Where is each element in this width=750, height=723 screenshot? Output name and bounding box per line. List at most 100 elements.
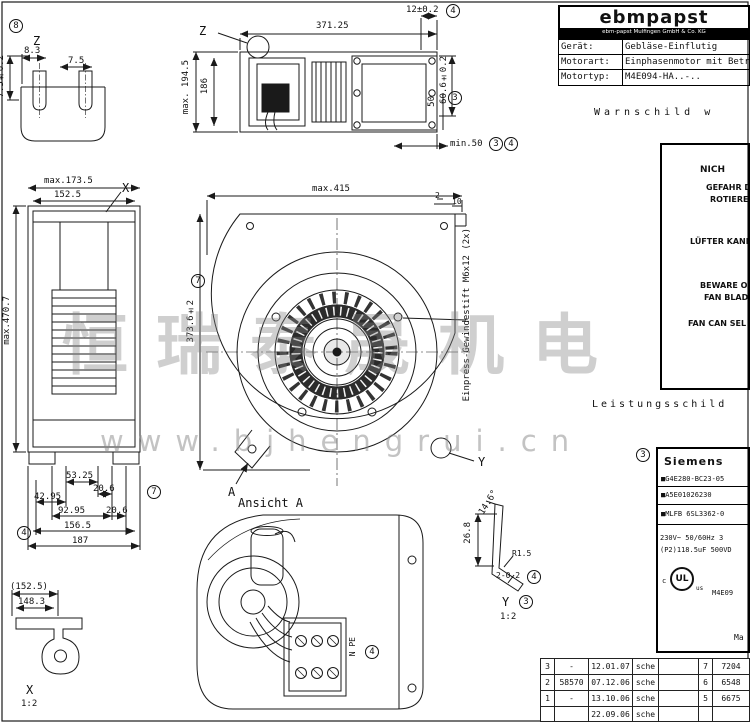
dimension-label: max.415	[312, 184, 350, 194]
detail-x-geometry	[11, 590, 83, 675]
divider	[658, 524, 748, 525]
rev-sheet	[699, 707, 713, 721]
rev-sheet: 7	[699, 659, 713, 674]
note-callout-4: 4	[365, 645, 379, 659]
ul-mark-c: c	[662, 577, 667, 585]
side-view-geometry	[12, 184, 141, 550]
note-callout-4: 4	[17, 526, 31, 540]
detail-x-scale: 1:2	[21, 699, 38, 709]
rev-date: 22.09.06	[589, 707, 633, 721]
note-callout-4: 4	[504, 137, 518, 151]
detail-x-title: X	[26, 683, 34, 697]
warning-line: BEWARE OF	[700, 281, 750, 290]
note-callout-3: 3	[489, 137, 503, 151]
dimension-label: 7.5±0.2	[0, 55, 6, 98]
dimension-label: 7.5	[68, 56, 85, 66]
detail-z-origin-geometry	[6, 54, 106, 142]
rev-number	[541, 707, 555, 721]
warning-label: NICH GEFAHR DE ROTIEREND LÜFTER KANN BEW…	[660, 143, 750, 390]
rev-spacer	[659, 675, 699, 690]
nameplate-electrical: 230V~ 50/60Hz 3	[660, 534, 724, 542]
dimension-label: 10	[452, 197, 462, 206]
terminal-npe-label: N PE	[348, 637, 357, 657]
rev-number: 1	[541, 691, 555, 706]
detail-y-title: Y	[502, 595, 510, 609]
rev-change: 58570	[555, 675, 589, 690]
warnschild-heading: Warnschild w	[594, 107, 715, 118]
rev-name: sche	[633, 707, 659, 721]
stud-note-label: Einpress-Gewindestift M6x12 (2x)	[462, 228, 472, 402]
rev-date: 07.12.06	[589, 675, 633, 690]
dimension-label: 371.25	[316, 21, 349, 31]
rev-doc: 7204	[713, 659, 750, 674]
detail-z-origin-title: Z	[33, 34, 41, 48]
rev-spacer	[659, 691, 699, 706]
warning-line: NICH	[700, 165, 726, 175]
manufacturer-logo: ebmpapst	[599, 7, 709, 28]
dimension-label: 92.95	[58, 506, 86, 516]
dimension-label: 187	[72, 536, 89, 546]
nameplate-electrical: (P2)118.5uF 500VD	[660, 546, 732, 554]
rev-date: 13.10.06	[589, 691, 633, 706]
nameplate-mlfb: ■MLFB 6SL3362-0	[661, 510, 725, 518]
field-value: M4E094-HA..-..	[625, 72, 701, 82]
rev-spacer	[659, 707, 699, 721]
dimension-label: 42.95	[34, 492, 62, 502]
dimension-label: 20.6	[106, 506, 128, 516]
manufacturer-logo-box: ebmpapst ebm-papst Mulfingen GmbH & Co. …	[558, 5, 750, 39]
nameplate-footer: Ma	[734, 633, 744, 642]
revision-row: 3 - 12.01.07 sche 7 7204	[540, 658, 750, 674]
title-block-row: Motorart: Einphasenmotor mit Betriebs	[559, 55, 749, 70]
ansicht-a-title: Ansicht A	[238, 496, 304, 510]
field-label: Motortyp:	[559, 70, 623, 85]
note-callout-7: 7	[147, 485, 161, 499]
divider	[658, 486, 748, 487]
ul-mark-icon: UL	[670, 567, 694, 591]
dimension-label: 53.25	[66, 471, 94, 481]
dimension-label: 2	[435, 191, 440, 200]
detail-x-marker: X	[122, 181, 130, 195]
dimension-label: 8.3	[24, 46, 41, 56]
rev-number: 3	[541, 659, 555, 674]
dimension-label: max.173.5	[44, 176, 93, 186]
figure-callout-8: 8	[9, 19, 23, 33]
title-block-row: Motortyp: M4E094-HA..-..	[559, 70, 749, 85]
dimension-label: 12±0.2	[406, 5, 439, 15]
dimension-label: 156.5	[64, 521, 92, 531]
dimension-label: max. 194.5	[181, 60, 191, 115]
revision-row: 1 - 13.10.06 sche 5 6675	[540, 690, 750, 706]
divider	[658, 504, 748, 505]
dimension-label: 26.8	[463, 522, 473, 544]
warning-line: GEFAHR DE	[706, 183, 748, 192]
detail-y-geometry	[474, 500, 524, 592]
detail-y-marker: Y	[478, 455, 486, 469]
rev-name: sche	[633, 691, 659, 706]
dimension-label: 186	[200, 78, 210, 95]
leistungsschild-heading: Leistungsschild	[592, 399, 728, 410]
warning-line: FAN CAN SEL	[688, 319, 747, 328]
top-view-geometry	[192, 12, 456, 150]
revision-row: 2 58570 07.12.06 sche 6 6548	[540, 674, 750, 690]
warning-line: ROTIEREND	[710, 195, 749, 204]
revision-row: 22.09.06 sche	[540, 706, 750, 722]
front-view-geometry	[196, 192, 475, 486]
rev-name: sche	[633, 675, 659, 690]
field-label: Motorart:	[559, 55, 623, 69]
dimension-label: R1.5	[512, 549, 532, 558]
rev-doc: 6548	[713, 675, 750, 690]
nameplate-brand: Siemens	[664, 455, 724, 468]
rev-doc: 6675	[713, 691, 750, 706]
manufacturer-subtitle: ebm-papst Mulfingen GmbH & Co. KG	[560, 28, 748, 37]
dimension-label: 50	[427, 96, 437, 107]
nameplate-part: ■G4E280-BC23-05	[661, 475, 725, 483]
note-callout-4: 4	[446, 4, 460, 18]
note-callout-3: 3	[636, 448, 650, 462]
dimension-label: 2-0.2	[496, 571, 521, 580]
dimension-label: 148.3	[18, 597, 46, 607]
field-value: Einphasenmotor mit Betriebs	[625, 57, 749, 67]
warning-line: LÜFTER KANN	[690, 237, 750, 246]
rev-doc	[713, 707, 750, 721]
rev-spacer	[659, 659, 699, 674]
rev-change: -	[555, 659, 589, 674]
